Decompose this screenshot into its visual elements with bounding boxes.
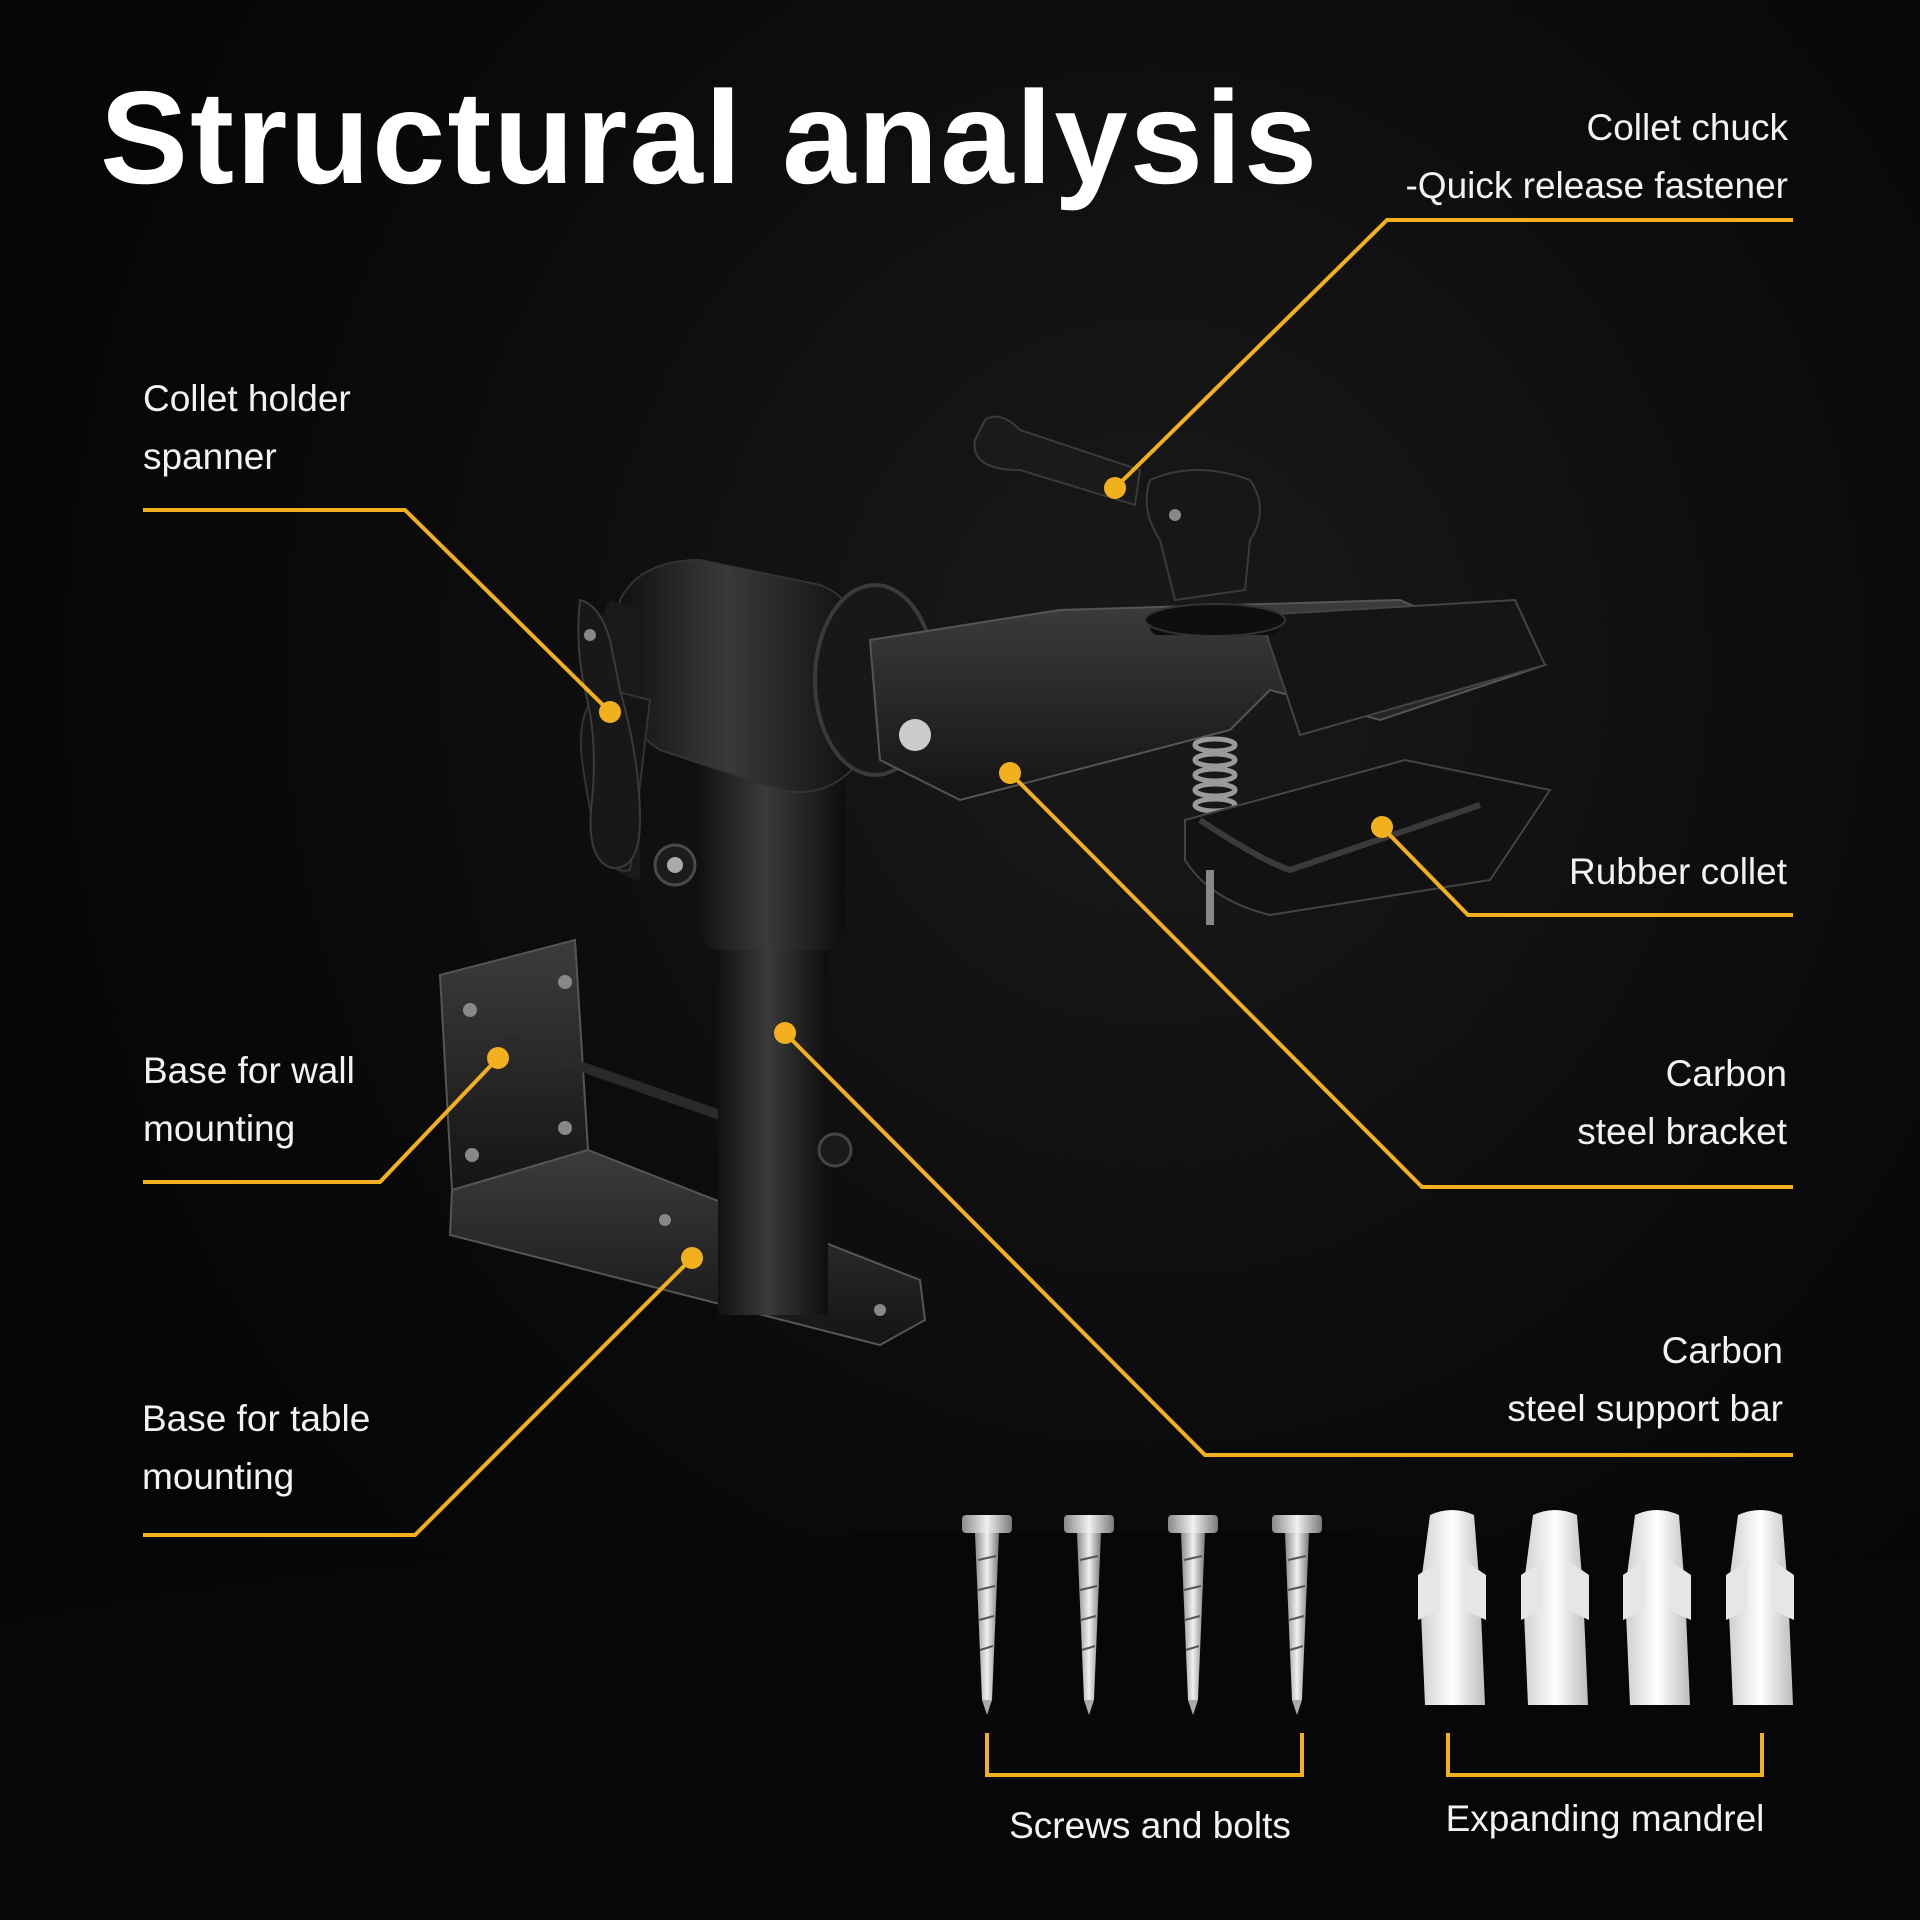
label-line: steel support bar <box>1507 1388 1783 1429</box>
label-line: -Quick release fastener <box>1405 165 1788 206</box>
label-line: Carbon <box>1661 1330 1783 1371</box>
callout-dot <box>599 701 621 723</box>
support-post <box>700 750 853 1315</box>
wall-plug <box>1418 1510 1486 1705</box>
label-line: Screws and bolts <box>1009 1805 1291 1846</box>
wall-plugs-group <box>1418 1510 1794 1705</box>
wall-plug <box>1623 1510 1691 1705</box>
label-line: mounting <box>142 1456 295 1497</box>
label-carbon-steel-bracket: Carbon steel bracket <box>1577 1045 1787 1161</box>
wall-plug <box>1521 1510 1589 1705</box>
callout-line-holder-spanner <box>143 508 612 714</box>
upper-jaw <box>868 598 1548 802</box>
label-line: Collet chuck <box>1586 107 1788 148</box>
callout-line-support-bar <box>783 1031 1793 1457</box>
screw <box>1168 1515 1218 1715</box>
label-carbon-steel-support-bar: Carbon steel support bar <box>1507 1322 1783 1438</box>
callout-dot <box>487 1047 509 1069</box>
label-line: mounting <box>143 1108 296 1149</box>
wall-base-plate <box>438 938 927 1347</box>
label-line: Rubber collet <box>1568 851 1787 892</box>
label-line: spanner <box>143 436 277 477</box>
label-collet-holder-spanner: Collet holder spanner <box>143 370 351 486</box>
callout-line-rubber-collet <box>1380 825 1793 917</box>
spring <box>1192 736 1238 814</box>
label-line: Carbon <box>1665 1053 1787 1094</box>
callout-lines <box>143 218 1793 1777</box>
wall-plug <box>1726 1510 1794 1705</box>
callout-dot <box>1104 477 1126 499</box>
label-expanding-mandrel: Expanding mandrel <box>1420 1790 1790 1848</box>
bracket-mandrels <box>1446 1733 1764 1777</box>
callout-dot <box>774 1022 796 1044</box>
bracket-screws <box>985 1733 1304 1777</box>
callout-dot <box>1371 816 1393 838</box>
callout-line-base-wall <box>143 1056 500 1184</box>
quick-release-handle <box>973 415 1286 637</box>
label-line: Base for table <box>142 1398 371 1439</box>
callout-dots <box>487 477 1393 1269</box>
screw <box>1064 1515 1114 1715</box>
label-rubber-collet: Rubber collet <box>1569 843 1787 901</box>
callout-dot <box>681 1247 703 1269</box>
label-line: Base for wall <box>143 1050 355 1091</box>
screws-group <box>962 1515 1322 1715</box>
label-line: Expanding mandrel <box>1445 1798 1765 1839</box>
label-screws-and-bolts: Screws and bolts <box>960 1797 1340 1855</box>
label-line: Collet holder <box>143 378 351 419</box>
label-collet-chuck: Collet chuck -Quick release fastener <box>1405 99 1788 215</box>
callout-line-bracket <box>1008 771 1793 1189</box>
callout-line-collet-chuck <box>1113 218 1793 490</box>
label-base-wall: Base for wall mounting <box>143 1042 355 1158</box>
callout-line-base-table <box>143 1256 694 1537</box>
page-title: Structural analysis <box>100 64 1320 211</box>
label-line: steel bracket <box>1577 1111 1787 1152</box>
label-base-table: Base for table mounting <box>142 1390 370 1506</box>
screw <box>1272 1515 1322 1715</box>
callout-dot <box>999 762 1021 784</box>
lower-jaw <box>1184 758 1552 925</box>
screw <box>962 1515 1012 1715</box>
